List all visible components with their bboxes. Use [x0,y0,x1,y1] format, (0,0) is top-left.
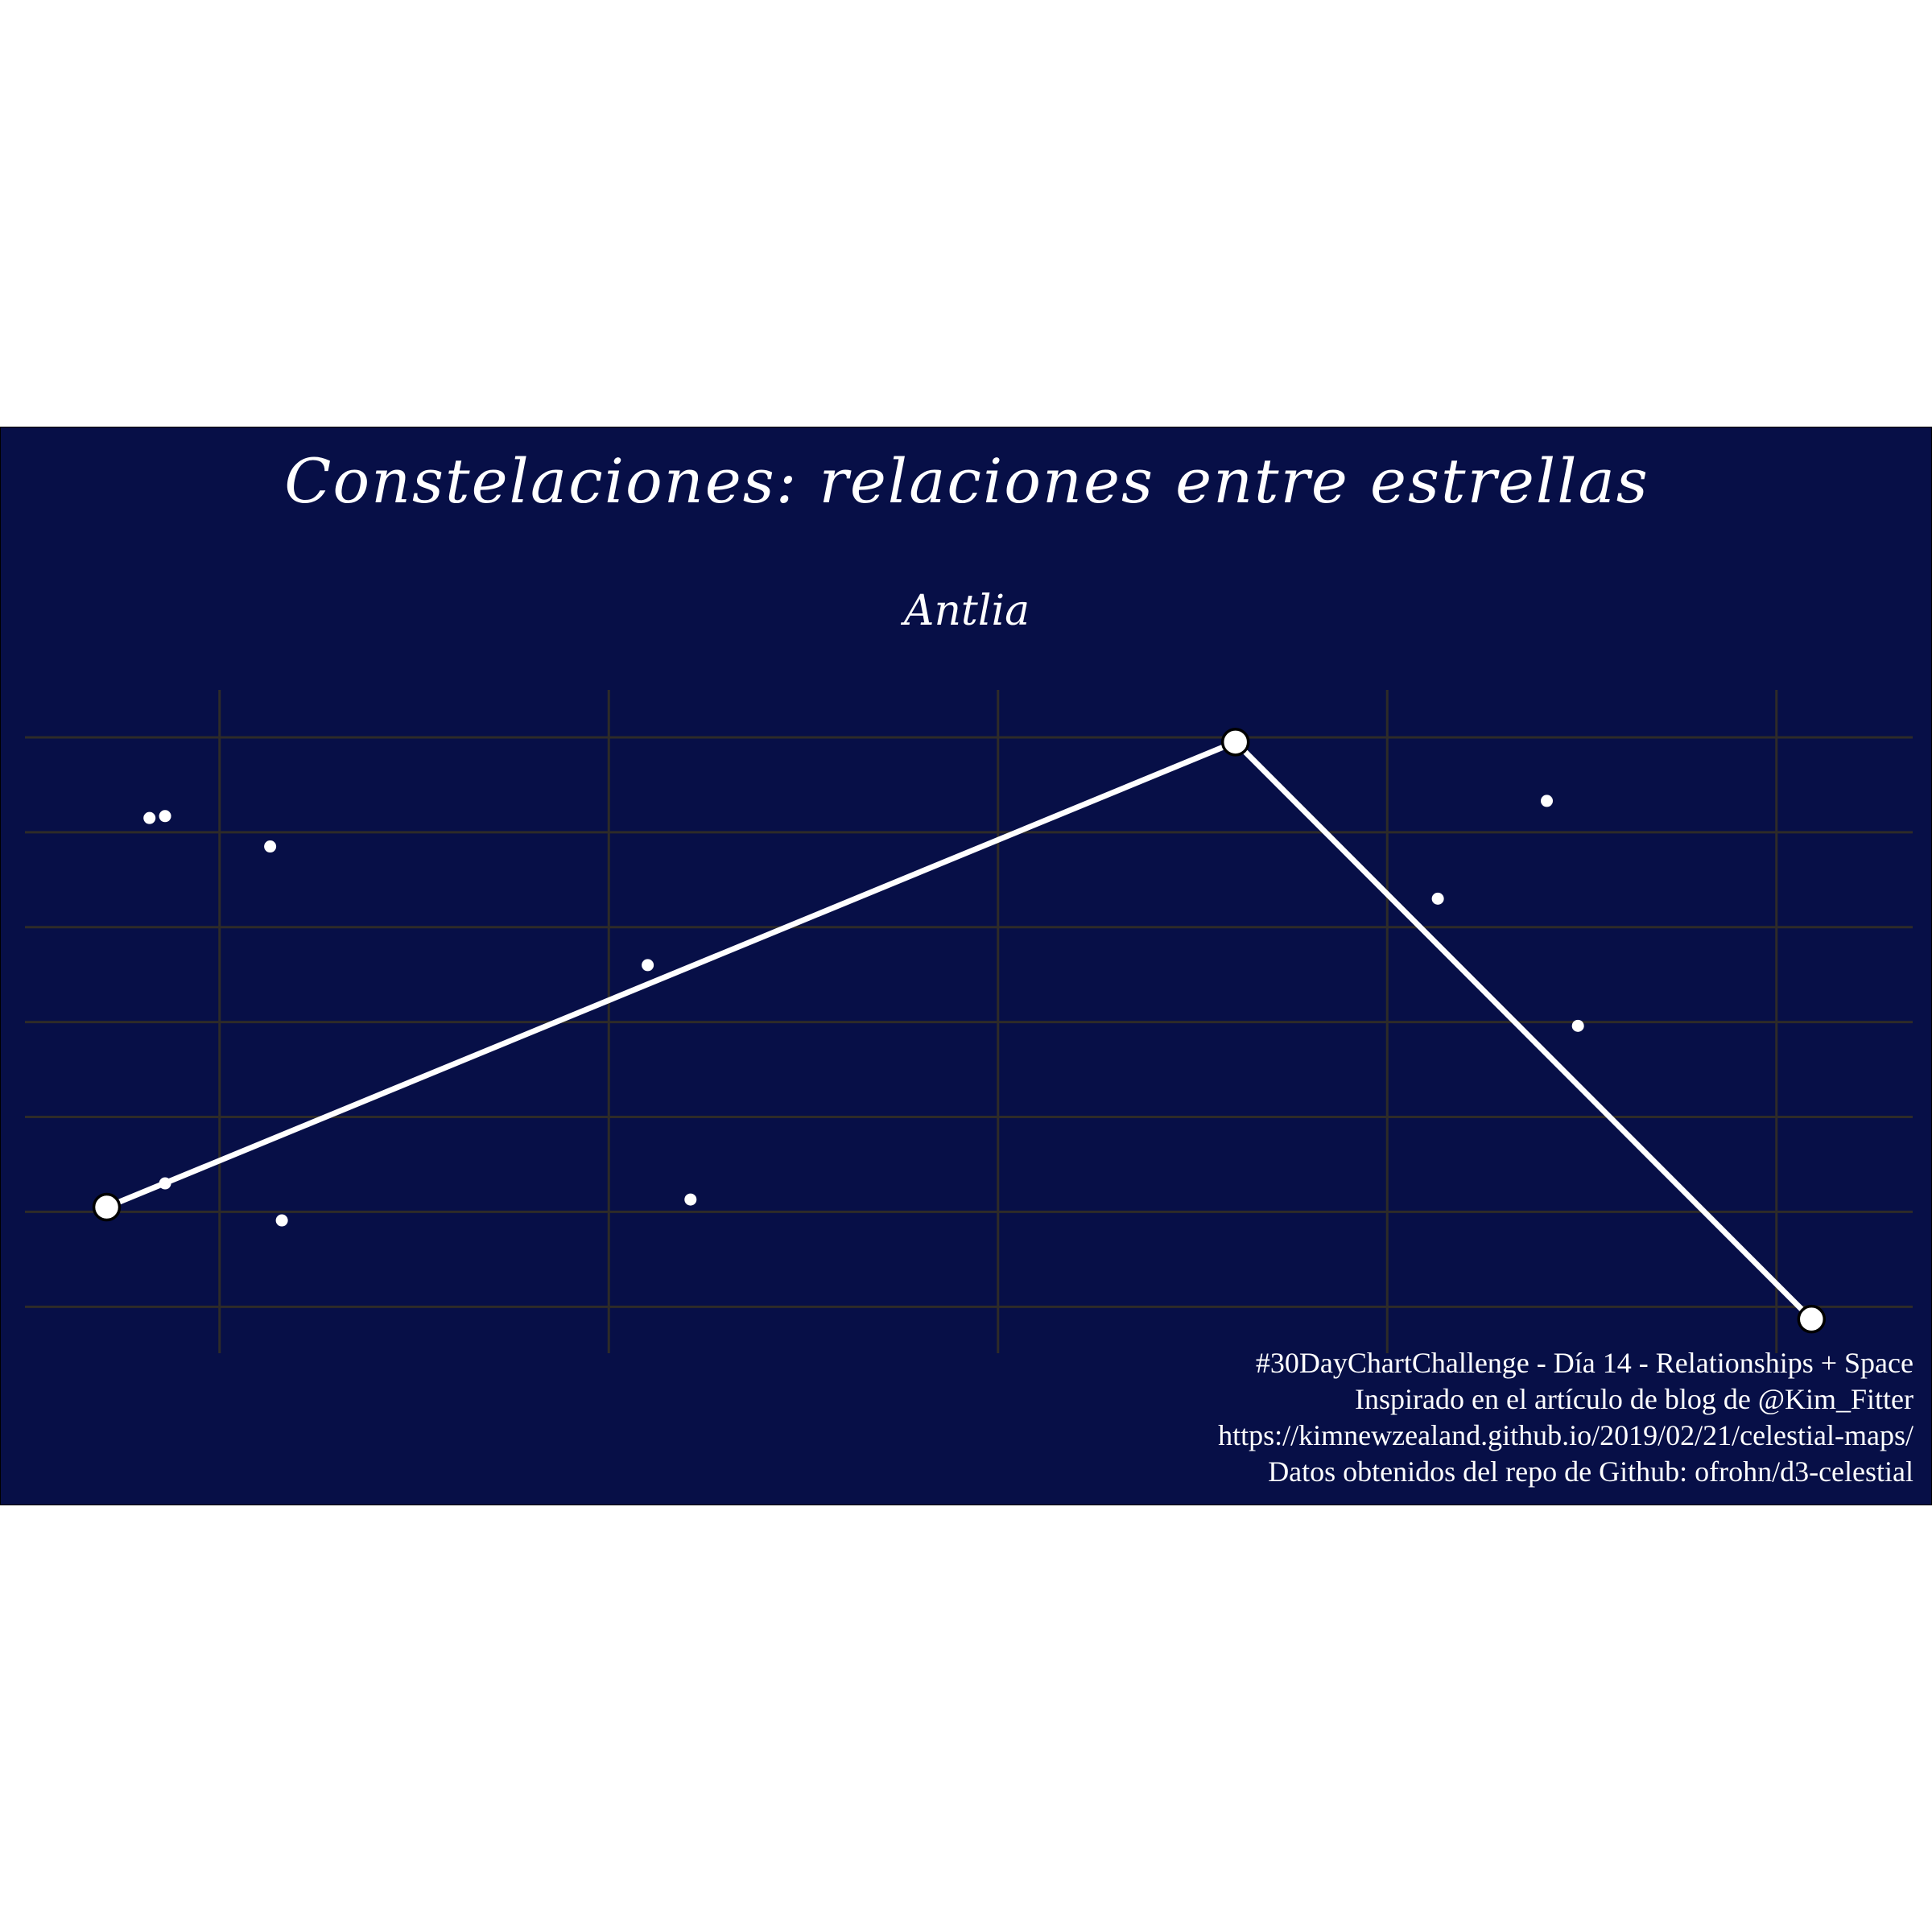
background-star [684,1193,697,1206]
caption-line-inspiration: Inspirado en el artículo de blog de @Kim… [1355,1383,1913,1415]
background-star [159,810,171,823]
constellation-star [1797,1304,1827,1334]
plot-area [25,690,1913,1353]
caption-line-data-source: Datos obtenidos del repo de Github: ofro… [1268,1455,1913,1488]
caption: #30DayChartChallenge - Día 14 - Relation… [1218,1345,1913,1490]
chart-subtitle: Antlia [903,587,1030,635]
caption-line-challenge: #30DayChartChallenge - Día 14 - Relation… [1255,1347,1913,1379]
constellation-line [105,739,1814,1322]
background-star [642,959,654,972]
constellation-star [92,1192,122,1222]
chart-title: Constelaciones: relaciones entre estrell… [284,445,1649,517]
background-star [1431,892,1444,905]
constellation-star [1220,728,1250,757]
background-star [1541,795,1554,807]
background-star [143,811,156,824]
background-star [1571,1019,1584,1032]
background-star [264,840,277,853]
caption-line-url: https://kimnewzealand.github.io/2019/02/… [1218,1419,1913,1451]
background-star [275,1214,288,1227]
chart-panel: Constelaciones: relaciones entre estrell… [0,427,1932,1505]
